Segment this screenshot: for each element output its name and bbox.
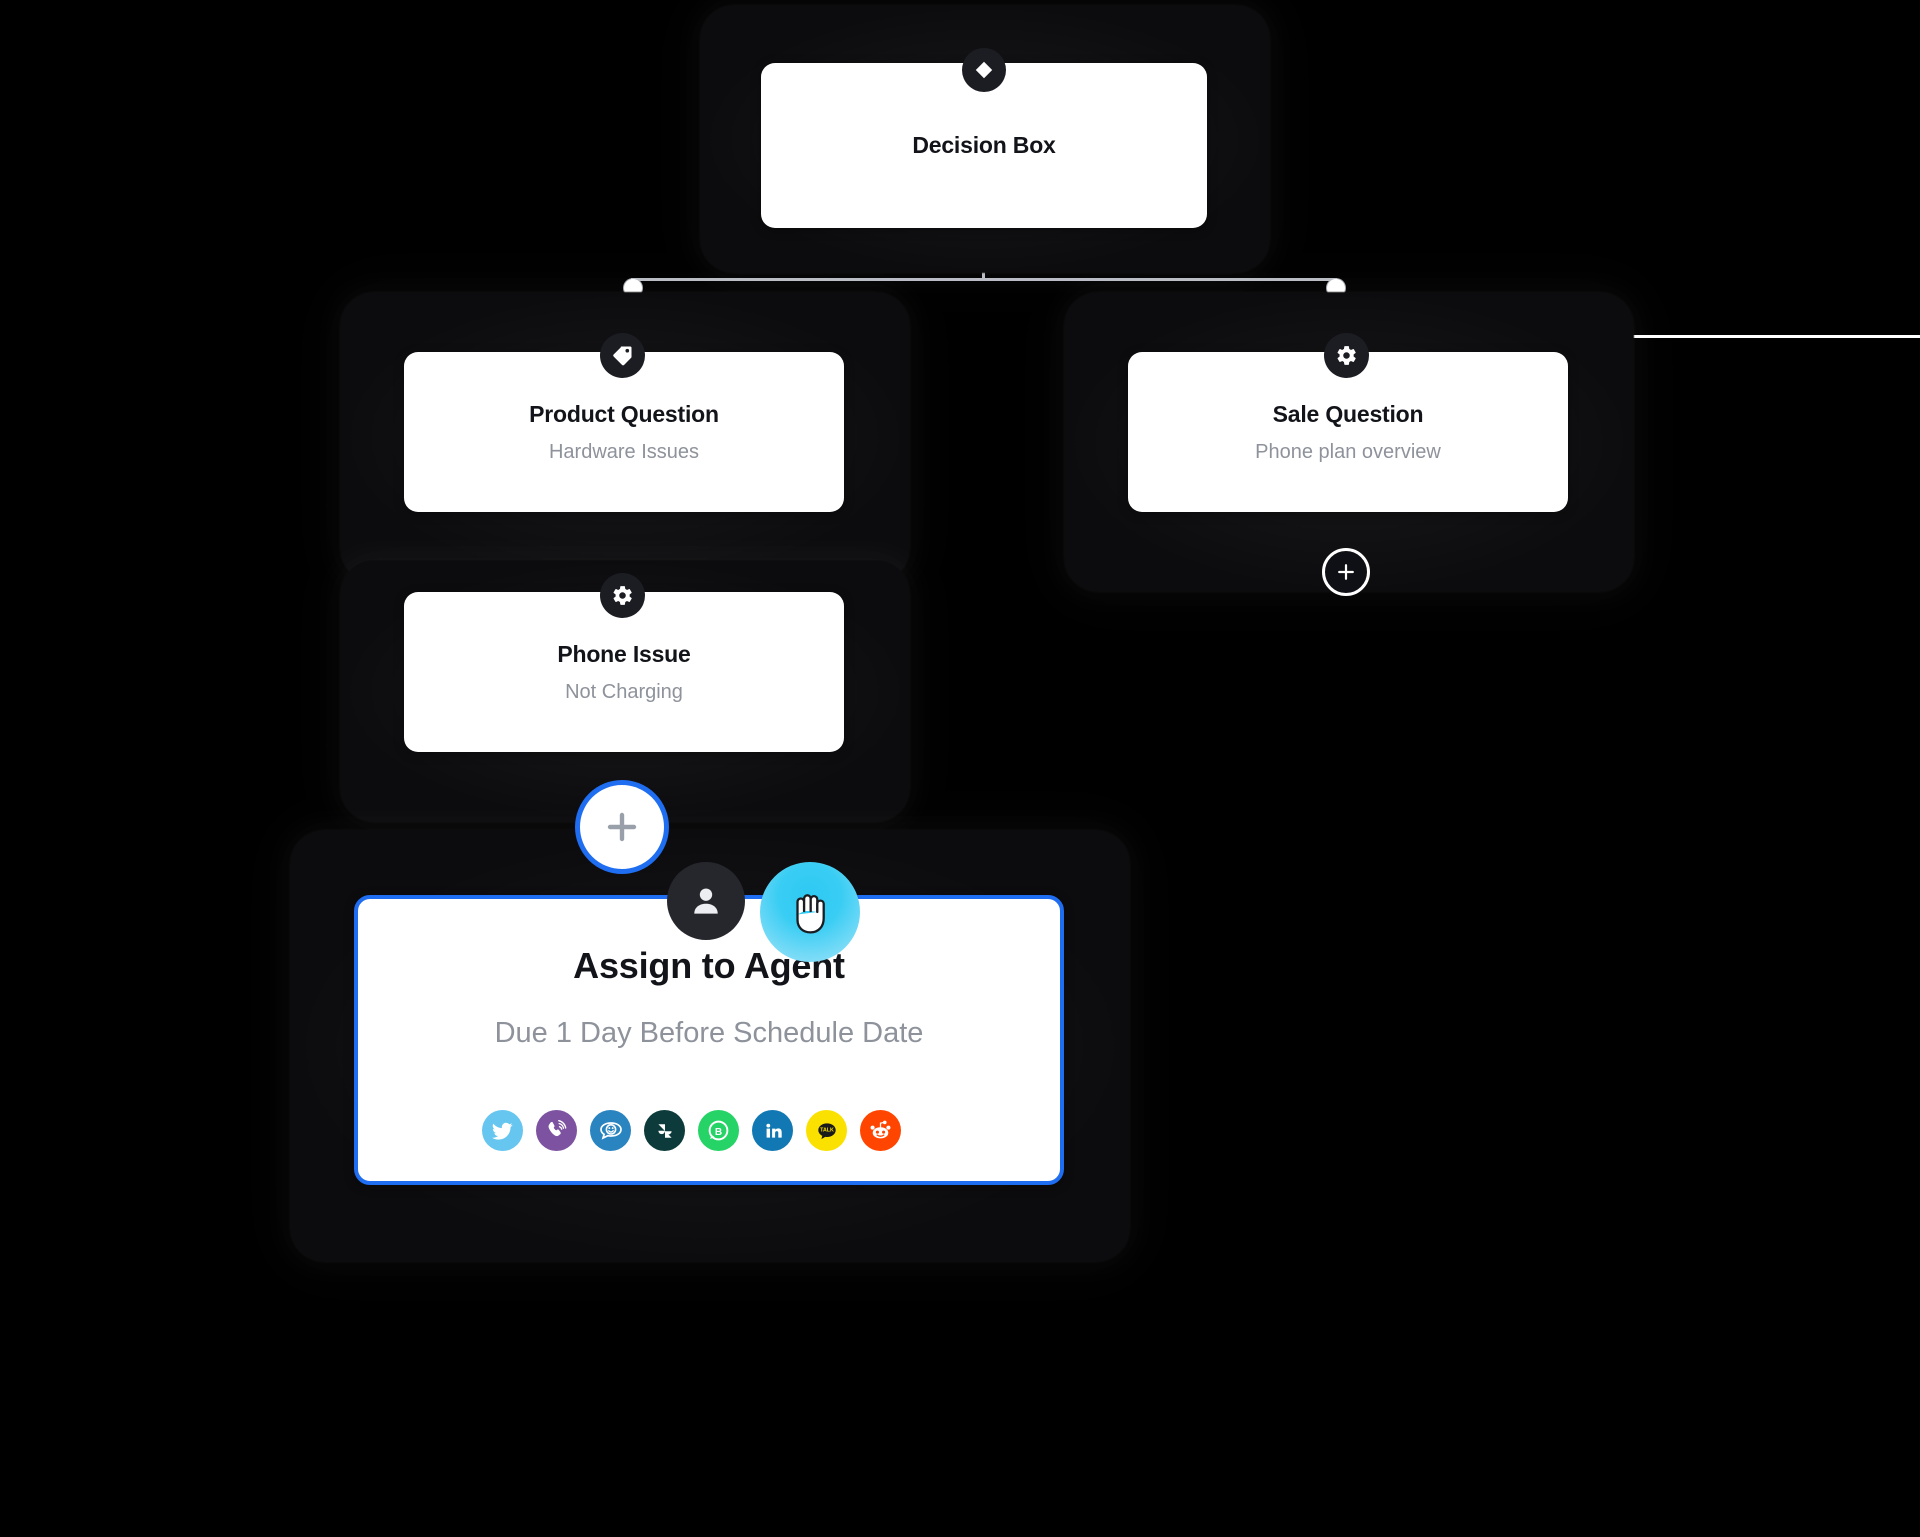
viber-icon[interactable] — [536, 1110, 577, 1151]
gear-icon[interactable] — [600, 573, 645, 618]
node-subtitle: Not Charging — [565, 680, 683, 703]
add-node-button-phone[interactable] — [575, 780, 669, 874]
tag-icon[interactable] — [600, 333, 645, 378]
diamond-icon[interactable] — [962, 48, 1006, 92]
gear-icon[interactable] — [1324, 333, 1369, 378]
node-product-question[interactable]: Product Question Hardware Issues — [404, 352, 844, 512]
whatsapp-business-icon[interactable]: B — [698, 1110, 739, 1151]
node-title: Phone Issue — [557, 640, 691, 667]
livechat-icon[interactable] — [590, 1110, 631, 1151]
connector-outgoing-right — [1630, 335, 1920, 338]
node-subtitle: Due 1 Day Before Schedule Date — [494, 1017, 924, 1049]
node-subtitle: Phone plan overview — [1255, 440, 1441, 463]
node-title: Decision Box — [912, 132, 1056, 158]
node-title: Product Question — [529, 400, 719, 427]
node-subtitle: Hardware Issues — [548, 440, 700, 463]
grab-hand-cursor-icon — [760, 862, 860, 962]
whatsapp-business-letter: B — [715, 1127, 722, 1138]
node-title: Sale Question — [1272, 400, 1424, 427]
node-phone-issue[interactable]: Phone Issue Not Charging — [404, 592, 844, 752]
node-sale-question[interactable]: Sale Question Phone plan overview — [1128, 352, 1568, 512]
twitter-icon[interactable] — [482, 1110, 523, 1151]
channel-icon-list: B TALK — [482, 1110, 901, 1151]
linkedin-icon[interactable] — [752, 1110, 793, 1151]
kakaotalk-icon[interactable]: TALK — [806, 1110, 847, 1151]
avatar — [667, 862, 745, 940]
zendesk-icon[interactable] — [644, 1110, 685, 1151]
reddit-icon[interactable] — [860, 1110, 901, 1151]
connector-horizontal-bus — [632, 278, 1336, 281]
add-node-button-sale[interactable] — [1322, 548, 1370, 596]
kakaotalk-label: TALK — [820, 1127, 834, 1133]
